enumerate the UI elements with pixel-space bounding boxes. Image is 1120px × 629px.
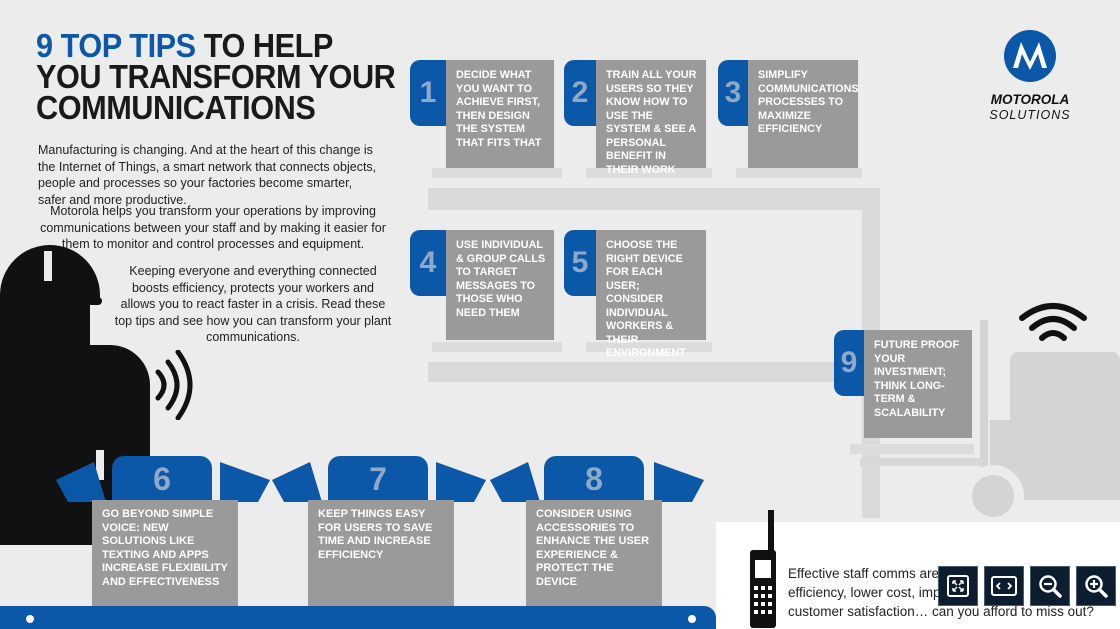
tip-number-3: 3	[718, 60, 748, 126]
tip-number-8: 8	[544, 456, 644, 502]
zoom-in-icon	[1085, 575, 1108, 598]
tip-number-9: 9	[834, 330, 864, 396]
box-flap-right-7	[436, 462, 486, 502]
conveyor-roller-left	[26, 615, 34, 623]
tip-card-9: FUTURE PROOF YOUR INVESTMENT; THINK LONG…	[864, 330, 972, 438]
tip-card-7: KEEP THINGS EASY FOR USERS TO SAVE TIME …	[308, 500, 454, 606]
pallet-slat	[586, 168, 712, 178]
pallet-slat	[432, 342, 562, 352]
radio-device-icon	[750, 510, 776, 628]
pallet-slat	[432, 168, 562, 178]
box-flap-right-8	[654, 462, 704, 502]
tip-card-4: USE INDIVIDUAL & GROUP CALLS TO TARGET M…	[446, 230, 554, 340]
box-flap-right-6	[220, 462, 270, 502]
conveyor-roller-right	[688, 615, 696, 623]
radio-waves-icon	[155, 350, 193, 420]
tip-card-1: DECIDE WHAT YOU WANT TO ACHIEVE FIRST, T…	[446, 60, 554, 168]
box-flap-left-6	[56, 462, 106, 502]
motorola-logo: MOTOROLA SOLUTIONS	[978, 30, 1082, 125]
box-flap-left-7	[272, 462, 322, 502]
brand-sub: SOLUTIONS	[989, 108, 1071, 122]
shelf-beam-top	[428, 188, 880, 210]
worker-silhouette	[0, 245, 160, 629]
tip-card-6: GO BEYOND SIMPLE VOICE: NEW SOLUTIONS LI…	[92, 500, 238, 606]
footer-text: Effective staff comms arel efficiency, l…	[788, 566, 1094, 619]
intro-paragraph-2: Motorola helps you transform your operat…	[40, 204, 386, 251]
conveyor-top	[0, 606, 716, 629]
zoom-out-button[interactable]	[1030, 566, 1070, 606]
tip-card-2: TRAIN ALL YOUR USERS SO THEY KNOW HOW TO…	[596, 60, 706, 176]
pallet-slat	[586, 342, 712, 352]
fit-screen-icon	[947, 575, 969, 597]
pallet-slat	[850, 444, 974, 454]
wifi-signal-icon	[1019, 303, 1087, 341]
forklift	[850, 300, 1120, 530]
tip-number-4: 4	[410, 230, 446, 296]
tip-card-8: CONSIDER USING ACCESSORIES TO ENHANCE TH…	[526, 500, 662, 606]
tip-number-7: 7	[328, 456, 428, 502]
fit-width-icon	[991, 576, 1017, 596]
shelf-beam-middle	[428, 362, 862, 382]
tip-number-5: 5	[564, 230, 596, 296]
tip-card-5: CHOOSE THE RIGHT DEVICE FOR EACH USER; C…	[596, 230, 706, 359]
intro-paragraph-1: Manufacturing is changing. And at the he…	[38, 143, 377, 207]
page-title: 9 TOP TIPS TO HELP YOU TRANSFORM YOUR CO…	[36, 27, 396, 126]
intro-paragraph-3: Keeping everyone and everything connecte…	[114, 264, 392, 344]
zoom-out-icon	[1039, 575, 1062, 598]
pallet-slat	[736, 168, 862, 178]
tip-card-3: SIMPLIFY COMMUNICATIONS PROCESSES TO MAX…	[748, 60, 859, 168]
tip-number-1: 1	[410, 60, 446, 126]
motorola-logo-icon	[1004, 30, 1056, 82]
tip-number-2: 2	[564, 60, 596, 126]
brand-name: MOTOROLA	[990, 92, 1070, 107]
fit-width-button[interactable]	[984, 566, 1024, 606]
tip-number-6: 6	[112, 456, 212, 502]
zoom-in-button[interactable]	[1076, 566, 1116, 606]
fit-screen-button[interactable]	[938, 566, 978, 606]
box-flap-left-8	[490, 462, 540, 502]
